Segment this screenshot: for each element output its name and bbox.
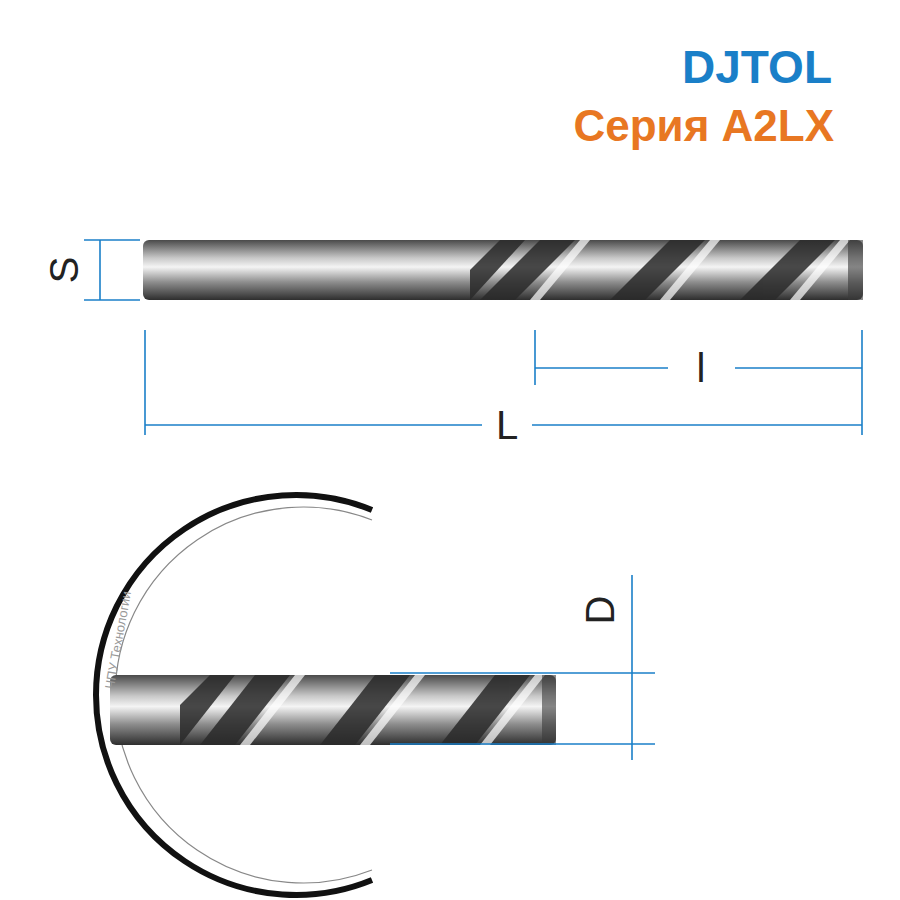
series-title: Серия A2LX (573, 104, 834, 148)
dimension-letter: D (580, 596, 620, 625)
dimension-lines (390, 575, 655, 760)
dimension-letter: l (697, 348, 706, 388)
end-mill-detail (110, 675, 650, 745)
brand-title: DJTOL (682, 44, 832, 90)
watermark: ЧПУ Технологии (103, 590, 133, 690)
dimension-lines (84, 240, 862, 435)
end-mill-top (143, 240, 900, 300)
dimension-letter: S (44, 257, 84, 284)
dimension-letter: L (496, 405, 518, 445)
